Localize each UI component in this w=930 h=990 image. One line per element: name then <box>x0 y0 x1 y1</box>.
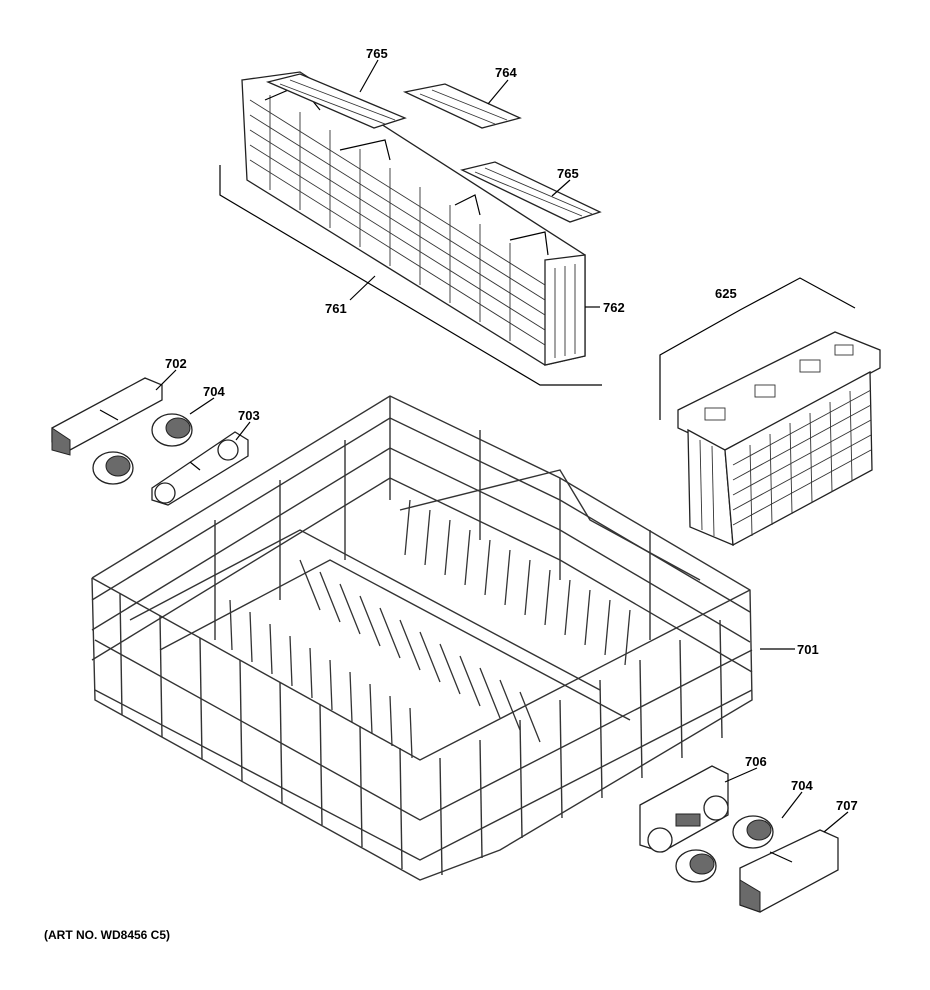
callout-625: 625 <box>715 286 737 301</box>
callout-704-lower: 704 <box>791 778 813 793</box>
callout-761: 761 <box>325 301 347 316</box>
roller-wheel-704-right <box>732 815 774 849</box>
basket-lid-765-left <box>265 73 407 129</box>
rack-roller-bracket-703 <box>151 431 249 506</box>
art-number: (ART NO. WD8456 C5) <box>44 928 171 942</box>
callout-702: 702 <box>165 356 187 371</box>
utensil-basket-625 <box>677 331 881 547</box>
silverware-basket-761 <box>241 71 586 366</box>
callout-704-upper: 704 <box>203 384 225 399</box>
basket-lid-765-right <box>460 161 602 223</box>
rack-roller-bracket-706 <box>639 765 729 853</box>
roller-wheel-704-upper <box>151 413 193 447</box>
callout-765-left: 765 <box>366 46 388 61</box>
callout-703: 703 <box>238 408 260 423</box>
callout-762: 762 <box>603 300 625 315</box>
rack-end-cap-707 <box>739 829 839 913</box>
roller-wheel-704-lower <box>675 849 717 883</box>
rack-roller-bracket-702 <box>51 377 163 456</box>
callout-706: 706 <box>745 754 767 769</box>
roller-wheel-704-left <box>92 451 134 485</box>
callout-764: 764 <box>495 65 517 80</box>
callout-765-right: 765 <box>557 166 579 181</box>
callout-701: 701 <box>797 642 819 657</box>
basket-cover-764 <box>402 83 522 129</box>
upper-dishrack-701 <box>91 395 753 881</box>
leader-lines <box>155 59 849 833</box>
callout-707: 707 <box>836 798 858 813</box>
